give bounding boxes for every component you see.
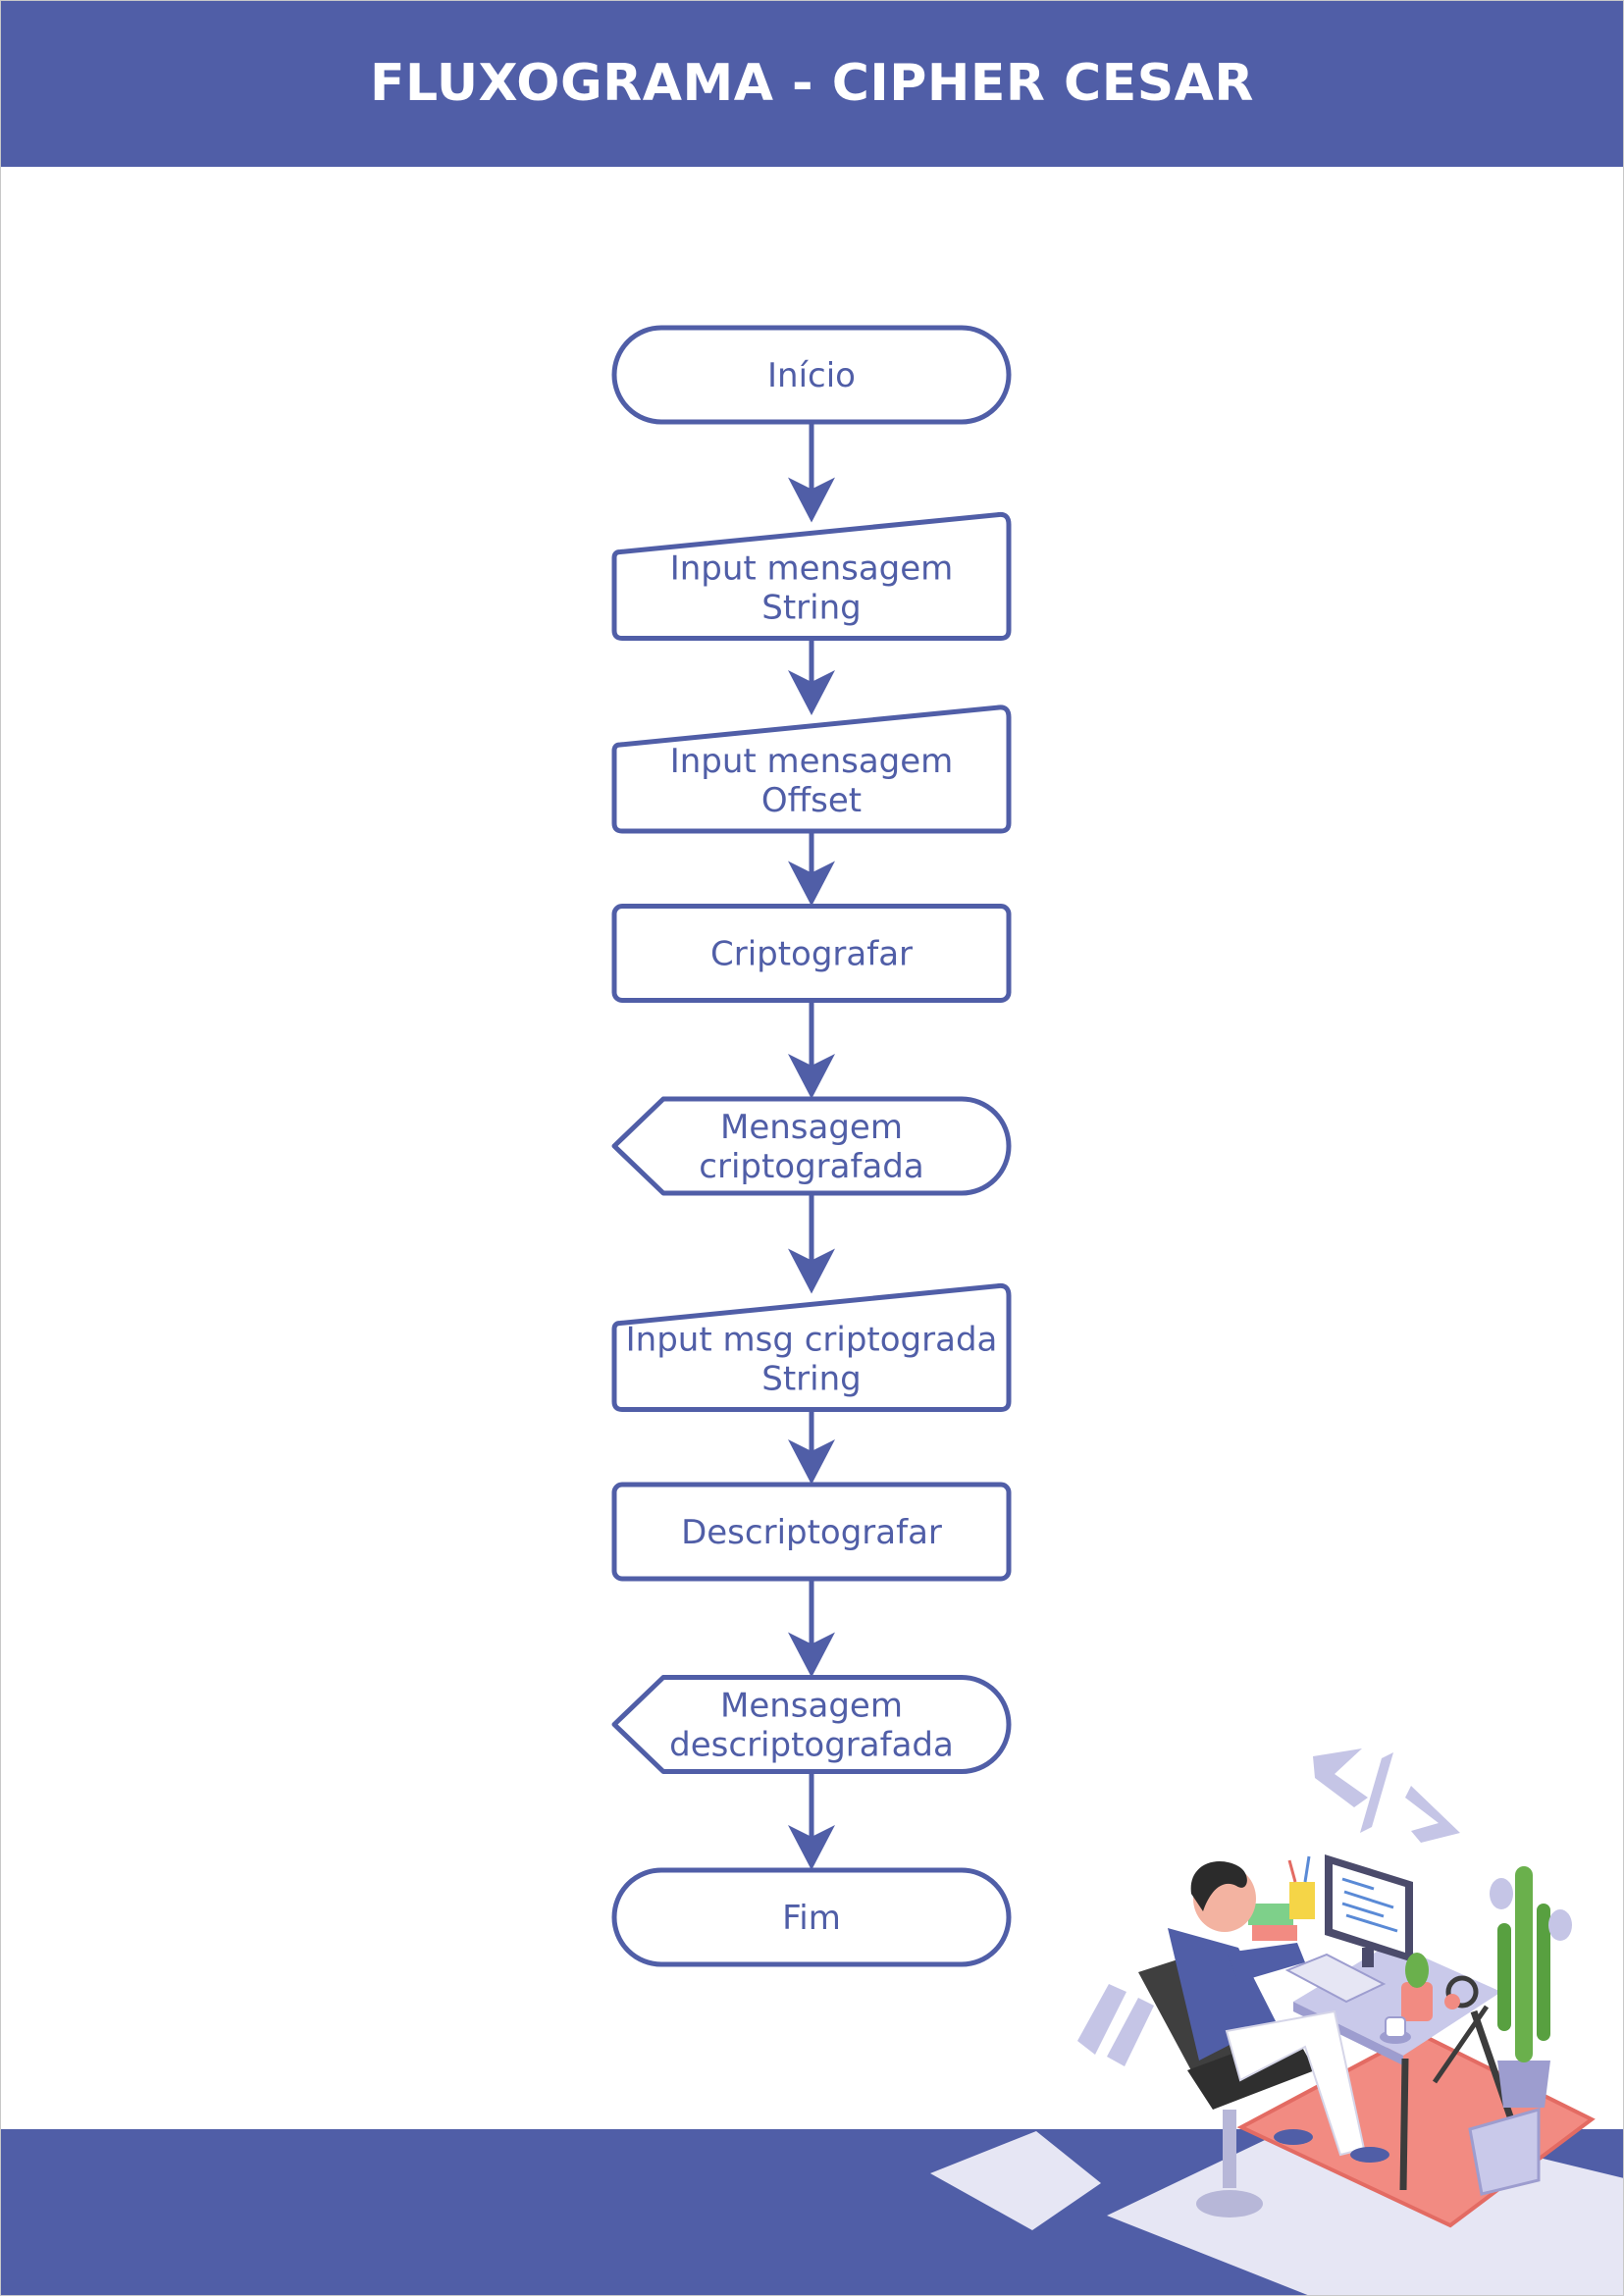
code-symbol-icon bbox=[1313, 1748, 1460, 1843]
flow-node-shape bbox=[611, 325, 1012, 425]
arrowhead-icon bbox=[788, 1632, 835, 1678]
flow-edge bbox=[788, 831, 835, 907]
flow-node-label: String bbox=[761, 589, 861, 628]
arrowhead-icon bbox=[788, 1825, 835, 1870]
arrowhead-icon bbox=[788, 670, 835, 715]
flow-node-label: Mensagem bbox=[720, 1108, 903, 1147]
flow-node-label: Mensagem bbox=[720, 1687, 903, 1726]
developer-at-desk-illustration bbox=[930, 1748, 1624, 2296]
flow-node-label: Input mensagem bbox=[670, 742, 954, 781]
flow-edge bbox=[788, 422, 835, 523]
arrowhead-icon bbox=[788, 1248, 835, 1294]
flow-node-label: String bbox=[761, 1360, 861, 1399]
flow-node-shape bbox=[611, 904, 1012, 1003]
header-bar: FLUXOGRAMA - CIPHER CESAR bbox=[0, 0, 1624, 167]
plant-pot bbox=[1497, 2061, 1550, 2108]
flow-node-label: Criptografar bbox=[710, 935, 913, 974]
flow-node-shape bbox=[611, 1675, 1012, 1774]
books bbox=[1248, 1904, 1293, 1925]
flow-edge bbox=[788, 1193, 835, 1294]
arrowhead-icon bbox=[788, 477, 835, 523]
flow-node-shape bbox=[611, 1867, 1012, 1967]
flow-node-descriptografar: Descriptografar bbox=[611, 1482, 1012, 1582]
flowchart-edges bbox=[788, 422, 835, 1870]
page-title: FLUXOGRAMA - CIPHER CESAR bbox=[370, 54, 1254, 113]
flow-node-inicio: Início bbox=[611, 325, 1012, 425]
flow-node-shape bbox=[611, 1282, 1012, 1412]
flow-node-label: Início bbox=[767, 356, 856, 395]
desk-leg bbox=[1399, 2058, 1409, 2191]
arrowhead-icon bbox=[788, 1439, 835, 1485]
flow-edge bbox=[788, 1000, 835, 1099]
flow-node-label: Descriptografar bbox=[681, 1513, 942, 1552]
flow-edge bbox=[788, 638, 835, 715]
flow-node-label: Input mensagem bbox=[670, 549, 954, 589]
arrowhead-icon bbox=[788, 861, 835, 907]
small-cactus bbox=[1401, 1982, 1433, 2021]
pencil-cup bbox=[1289, 1882, 1315, 1919]
flow-node-label: criptografada bbox=[699, 1147, 923, 1186]
flow-node-label: Offset bbox=[761, 781, 862, 820]
arrowhead-icon bbox=[788, 1054, 835, 1099]
trash-bin bbox=[1468, 2108, 1541, 2196]
flow-node-shape bbox=[611, 704, 1012, 834]
flow-node-shape bbox=[611, 1482, 1012, 1582]
flow-edge bbox=[788, 1409, 835, 1485]
flow-node-label: Input msg criptograda bbox=[626, 1321, 998, 1360]
flow-edge bbox=[788, 1771, 835, 1870]
flow-node-label: Fim bbox=[782, 1899, 841, 1938]
keyboard bbox=[1284, 1953, 1387, 2004]
headphones bbox=[1445, 1975, 1479, 2009]
tall-cactus bbox=[1515, 1866, 1533, 2062]
flow-node-shape bbox=[611, 511, 1012, 641]
flow-node-shape bbox=[611, 1096, 1012, 1196]
flow-edge bbox=[788, 1579, 835, 1678]
flow-node-label: descriptografada bbox=[669, 1726, 954, 1765]
flow-node-criptografar: Criptografar bbox=[611, 904, 1012, 1003]
flow-node-fim: Fim bbox=[611, 1867, 1012, 1967]
floor-tile-small bbox=[930, 2131, 1101, 2230]
